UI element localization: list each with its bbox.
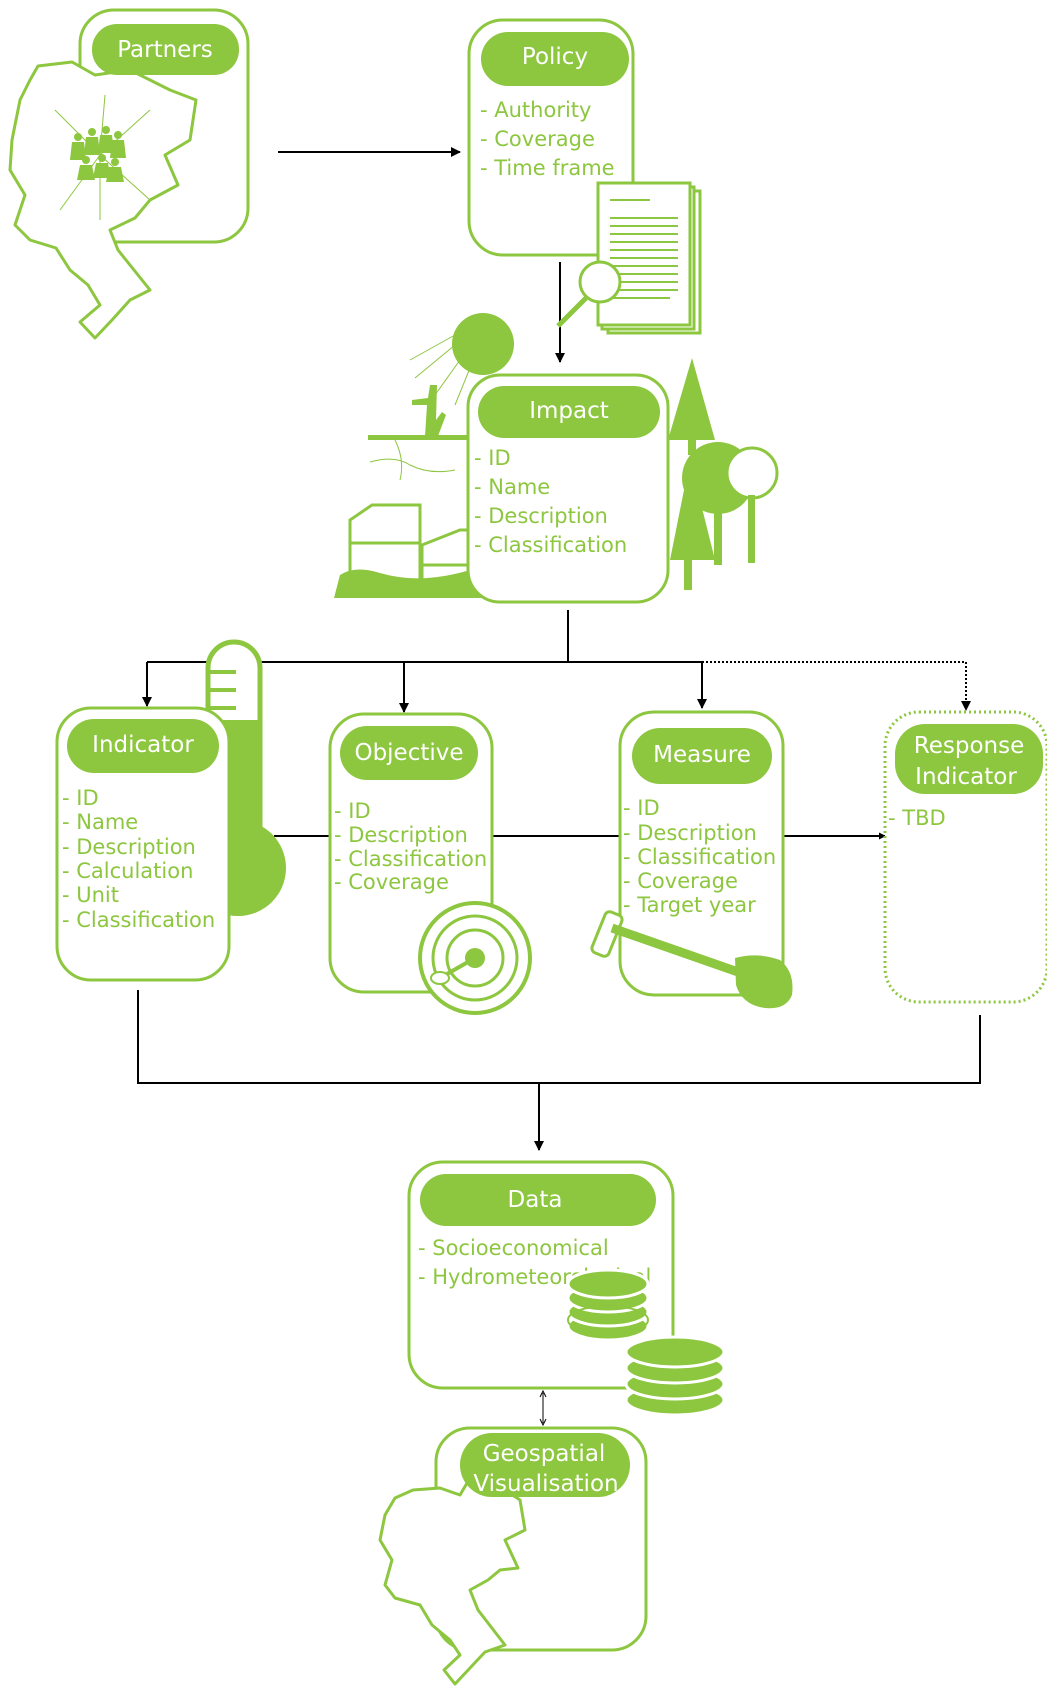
impact-title: Impact [529,398,609,424]
response-indicator-item: - TBD [888,806,946,830]
database-stack-icon [566,1268,726,1417]
objective-item: - Coverage [334,870,449,894]
measure-title: Measure [653,742,751,768]
impact-title-pill [478,386,660,438]
policy-title: Policy [522,44,588,70]
response-indicator-items: - TBD [888,806,946,830]
policy-title-pill [481,32,629,86]
indicator-item: - Name [62,810,138,834]
measure-item: - ID [623,796,660,820]
indicator-item: - ID [62,786,99,810]
landscape-trees-icon [334,313,779,598]
bottom-merge-line [137,990,981,1084]
measure-item: - Classification [623,845,776,869]
response-indicator-title-pill [895,724,1043,794]
objective-item: - Classification [334,847,487,871]
policy-items: - Authority - Coverage - Time frame [480,98,615,180]
impact-node: Impact - ID - Name - Description - Class… [334,313,779,604]
response-indicator-node: Response Indicator - TBD [883,710,1047,1004]
measure-node: Measure - ID - Description - Classificat… [590,710,793,1009]
measure-title-pill [632,728,772,784]
objective-title: Objective [354,740,463,766]
partners-title: Partners [117,37,213,63]
impact-item: - Description [474,504,608,528]
indicator-item: - Description [62,835,196,859]
partners-node: Partners [8,8,250,340]
measure-items: - ID - Description - Classification - Co… [623,796,776,917]
objective-title-pill [340,726,478,780]
geospatial-title-line1: Geospatial [483,1441,606,1467]
measure-item: - Description [623,821,757,845]
target-icon [418,901,532,1015]
impact-item: - ID [474,446,511,470]
indicator-title-pill [67,719,219,773]
measure-item: - Target year [623,893,756,917]
document-magnifier-icon [556,181,702,335]
data-node: Data - Socioeconomical - Hydrometeorolog… [407,1160,726,1417]
shovel-icon [590,910,793,1009]
policy-item: - Authority [480,98,591,122]
indicator-item: - Unit [62,883,119,907]
partners-title-pill [92,24,239,75]
indicator-items: - ID - Name - Description - Calculation … [62,786,215,932]
impact-item: - Name [474,475,550,499]
policy-item: - Coverage [480,127,595,151]
data-geospatial-arrowheads [539,1389,547,1427]
data-title: Data [508,1187,563,1213]
geospatial-title-line2: Visualisation [473,1471,618,1497]
impact-items: - ID - Name - Description - Classificati… [474,446,627,557]
objective-item: - ID [334,799,371,823]
objective-item: - Description [334,823,468,847]
response-indicator-title-line2: Indicator [915,764,1017,790]
objective-node: Objective - ID - Description - Classific… [328,712,532,1015]
indicator-box [55,706,231,982]
indicator-node: Indicator - ID - Name - Description - Ca… [55,639,286,982]
response-indicator-title-line1: Response [914,733,1024,759]
region-map-people-icon [8,60,198,340]
policy-item: - Time frame [480,156,615,180]
measure-item: - Coverage [623,869,738,893]
data-item: - Socioeconomical [418,1236,609,1260]
indicator-item: - Classification [62,908,215,932]
indicator-title: Indicator [92,732,194,758]
policy-node: Policy - Authority - Coverage - Time fra… [467,18,702,335]
impact-item: - Classification [474,533,627,557]
data-title-pill [420,1174,656,1226]
geospatial-title-pill [460,1433,630,1497]
objective-items: - ID - Description - Classification - Co… [334,799,487,894]
indicator-item: - Calculation [62,859,193,883]
geospatial-node: Geospatial Visualisation [378,1426,648,1686]
